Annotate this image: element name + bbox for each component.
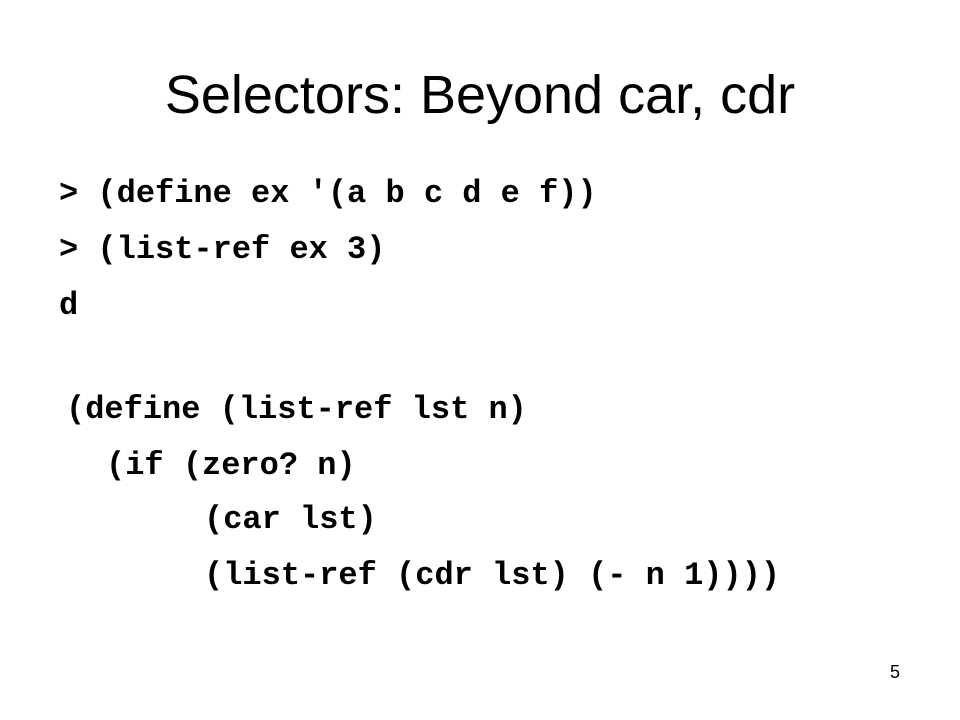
definition-line-recursive-case: (list-ref (cdr lst) (- n 1)))) (204, 557, 781, 594)
repl-line-list-ref-call: > (list-ref ex 3) (59, 231, 386, 268)
definition-line-header: (define (list-ref lst n) (66, 391, 527, 428)
slide-title: Selectors: Beyond car, cdr (164, 65, 796, 125)
repl-line-define-ex: > (define ex '(a b c d e f)) (59, 175, 597, 212)
definition-line-if: (if (zero? n) (106, 447, 356, 484)
slide-number: 5 (889, 662, 900, 682)
repl-line-result: d (59, 287, 79, 324)
definition-line-base-case: (car lst) (204, 501, 377, 538)
